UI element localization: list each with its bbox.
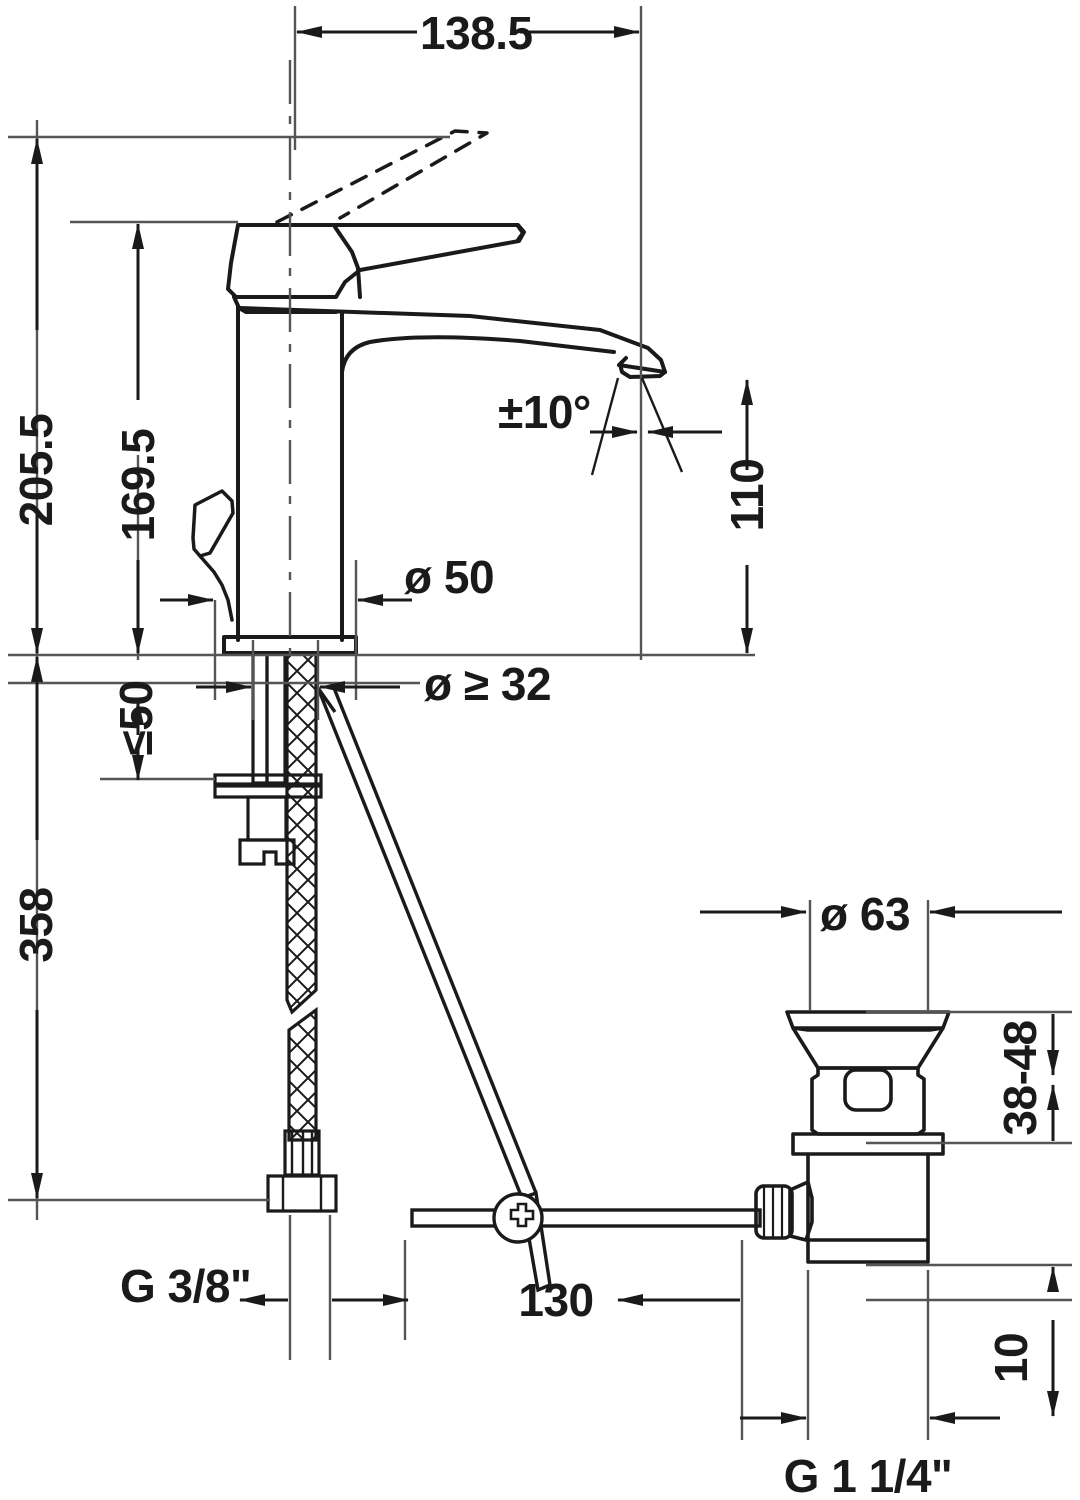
dimension-label-rod-length: 130 (518, 1274, 593, 1326)
dimension-label-projection-height: 110 (721, 459, 773, 532)
overflow-slot (843, 1068, 893, 1112)
dimension-label-drain-flange-diameter: ø 63 (820, 888, 910, 940)
dimension-label-drain-offset: 10 (985, 1333, 1037, 1383)
dimension-label-supply-thread: G 3/8" (120, 1260, 251, 1312)
dimension-label-hose-length: 358 (10, 887, 62, 962)
supply-hex-nut-facets (281, 1176, 323, 1211)
dimension-label-overall-height: 205.5 (10, 414, 62, 527)
pop-up-lift-rod-stem (198, 554, 234, 622)
faucet-assembly (191, 129, 667, 655)
dimension-label-overall-width: 138.5 (420, 7, 533, 59)
crosshead-screw-icon (509, 1202, 535, 1228)
spout-outlet (618, 356, 667, 379)
mounting-bracket (238, 838, 296, 866)
hose-ferrule-ribs (290, 1131, 314, 1175)
spout-top-profile (238, 306, 667, 374)
spout-underside (340, 335, 616, 374)
dimension-label-body-diameter: ø 50 (404, 551, 494, 603)
dimension-text-labels: 138.5 205.5 169.5 358 ≤50 110 ø 50 ø ≥ 3… (10, 7, 1046, 1500)
braided-hose-lower (287, 1006, 318, 1142)
dimension-label-spout-height: 169.5 (112, 429, 164, 542)
lever-handle-crease (333, 225, 362, 299)
dimension-label-drain-range: 38-48 (994, 1020, 1046, 1135)
lever-handle-tip (516, 224, 525, 242)
drain-lower-housing (806, 1154, 930, 1264)
pop-up-lift-rod (191, 489, 235, 558)
dimension-label-counter-thickness: ≤50 (110, 681, 162, 756)
knurled-nut-ribs (762, 1186, 784, 1238)
dimension-label-hole-diameter: ø ≥ 32 (424, 658, 551, 710)
angle-leg-left (590, 377, 620, 476)
dimension-label-waste-thread: G 1 1/4" (784, 1450, 953, 1500)
braided-hose-upper (285, 651, 318, 1015)
horizontal-pivot-rod (410, 1208, 762, 1228)
lift-rod-diagonal (316, 682, 538, 1199)
drain-mid-flange (791, 1132, 945, 1156)
dimension-label-swivel-angle: ±10° (498, 386, 591, 438)
drain-flange-lip (792, 1026, 944, 1032)
angle-leg-right (640, 377, 684, 473)
pop-up-waste-linkage (316, 682, 762, 1293)
lever-handle-raised-ghost (275, 129, 489, 224)
lift-rod-lower-tip (520, 1190, 552, 1293)
shank-and-supply-hoses (213, 651, 338, 1213)
dimension-arrows (31, 26, 1062, 1424)
